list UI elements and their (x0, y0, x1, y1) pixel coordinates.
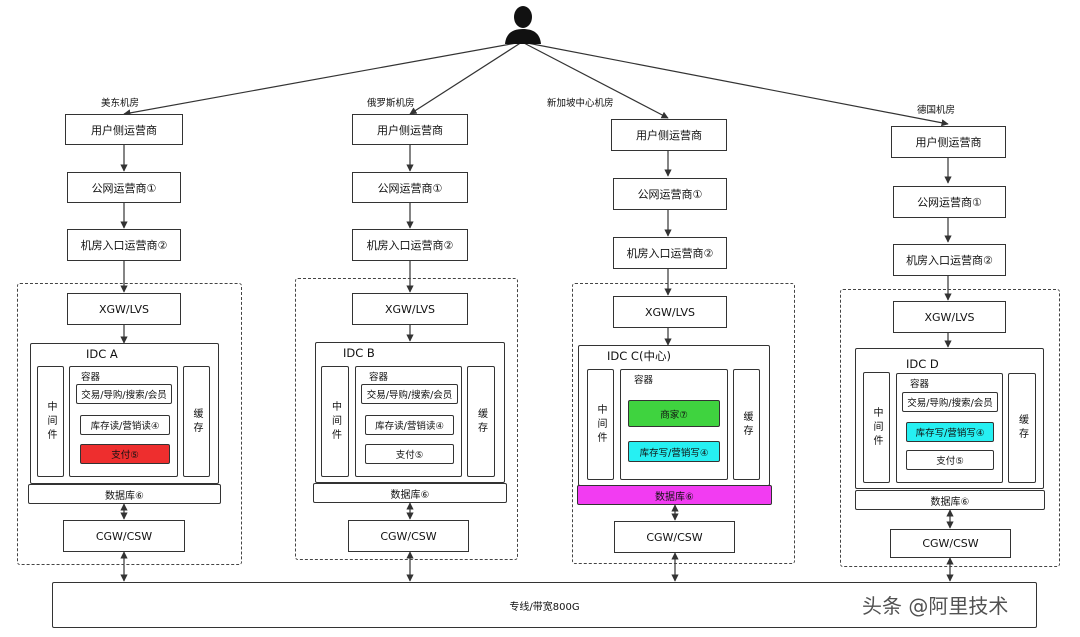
container-label: 容器 (81, 372, 101, 383)
xgw-lvs-box: XGW/LVS (893, 301, 1006, 333)
trade-service-box: 交易/导购/搜索/会员 (902, 392, 998, 412)
merchant-box: 商家⑦ (628, 400, 720, 427)
public-operator-box: 公网运营商① (613, 178, 727, 210)
container-label: 容器 (634, 375, 654, 386)
container-label: 容器 (910, 379, 930, 390)
xgw-lvs-box: XGW/LVS (613, 296, 727, 328)
cache-box: 缓存 (467, 366, 495, 477)
idc-title: IDC C(中心) (607, 349, 671, 363)
public-operator-box: 公网运营商① (352, 172, 468, 203)
room-label: 德国机房 (917, 105, 956, 116)
inventory-write-box: 库存写/营销写④ (906, 422, 994, 442)
container-label: 容器 (369, 372, 389, 383)
cgw-csw-box: CGW/CSW (348, 520, 469, 552)
inventory-write-box: 库存写/营销写④ (628, 441, 720, 462)
user-operator-box: 用户侧运营商 (891, 126, 1006, 158)
trade-service-box: 交易/导购/搜索/会员 (76, 384, 172, 404)
inventory-read-box: 库存读/营销读④ (80, 415, 170, 435)
public-operator-box: 公网运营商① (67, 172, 181, 203)
user-operator-box: 用户侧运营商 (352, 114, 468, 145)
room-boundary (295, 278, 518, 560)
database-box: 数据库⑥ (28, 484, 221, 504)
room-label: 俄罗斯机房 (367, 98, 415, 109)
cache-box: 缓存 (733, 369, 760, 480)
idc-title: IDC D (906, 357, 939, 371)
middleware-box: 中间件 (863, 372, 890, 483)
cgw-csw-box: CGW/CSW (890, 529, 1011, 558)
payment-box: 支付⑤ (906, 450, 994, 470)
room-boundary (17, 283, 242, 565)
xgw-lvs-box: XGW/LVS (352, 293, 468, 325)
user-operator-box: 用户侧运营商 (65, 114, 183, 145)
middleware-box: 中间件 (587, 369, 614, 480)
database-box: 数据库⑥ (855, 490, 1045, 510)
backbone-link-box: 专线/带宽800G (52, 582, 1037, 628)
entry-operator-box: 机房入口运营商② (613, 237, 727, 269)
inventory-read-box: 库存读/营销读④ (365, 415, 454, 435)
room-label: 新加坡中心机房 (547, 98, 614, 109)
room-boundary (572, 283, 795, 564)
database-box: 数据库⑥ (313, 483, 507, 503)
cgw-csw-box: CGW/CSW (614, 521, 735, 553)
user-operator-box: 用户侧运营商 (611, 119, 727, 151)
room-label: 美东机房 (101, 98, 140, 109)
trade-service-box: 交易/导购/搜索/会员 (361, 384, 458, 404)
cache-box: 缓存 (183, 366, 210, 477)
public-operator-box: 公网运营商① (893, 186, 1006, 218)
user-silhouette-icon (505, 6, 541, 44)
entry-operator-box: 机房入口运营商② (893, 244, 1006, 276)
entry-operator-box: 机房入口运营商② (352, 229, 468, 261)
middleware-box: 中间件 (321, 366, 349, 477)
room-boundary (840, 289, 1060, 567)
payment-box: 支付⑤ (365, 444, 454, 464)
payment-box: 支付⑤ (80, 444, 170, 464)
cgw-csw-box: CGW/CSW (63, 520, 185, 552)
middleware-box: 中间件 (37, 366, 64, 477)
idc-title: IDC A (86, 347, 118, 361)
cache-box: 缓存 (1008, 373, 1036, 483)
xgw-lvs-box: XGW/LVS (67, 293, 181, 325)
entry-operator-box: 机房入口运营商② (67, 229, 181, 261)
database-box: 数据库⑥ (577, 485, 772, 505)
idc-title: IDC B (343, 346, 375, 360)
watermark-text: 头条 @阿里技术 (862, 594, 1009, 618)
